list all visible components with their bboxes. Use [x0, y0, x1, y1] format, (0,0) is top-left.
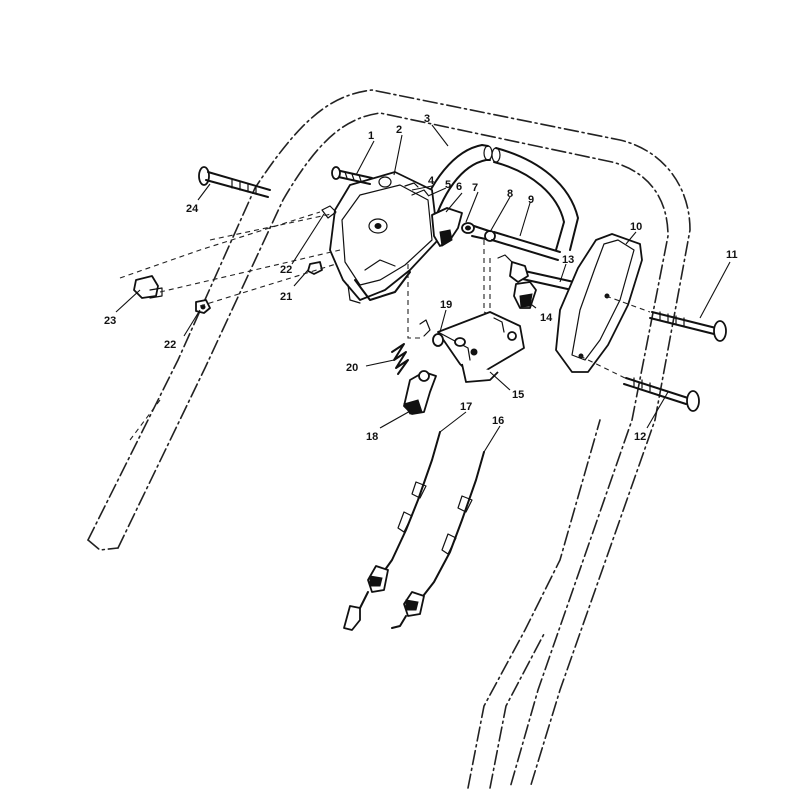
callout-22-lower: 22: [164, 339, 176, 351]
callout-17: 17: [460, 401, 472, 413]
leader-lines: [115, 124, 731, 453]
part-1-screw: [331, 166, 373, 185]
callout-10: 10: [630, 221, 642, 233]
part-6-cam: [431, 207, 463, 247]
callout-20: 20: [346, 362, 358, 374]
part-19-washer: [432, 333, 444, 347]
callout-7: 7: [472, 182, 478, 194]
callout-5: 5: [445, 179, 451, 191]
part-21-22-23-hardware: [133, 205, 337, 314]
callout-13: 13: [562, 254, 574, 266]
part-11-bolt: [649, 311, 727, 342]
part-18-trigger: [403, 370, 437, 415]
callout-9: 9: [528, 194, 534, 206]
callout-3: 3: [424, 113, 430, 125]
part-15-bracket: [437, 311, 525, 383]
part-20-spring: [391, 319, 431, 375]
callout-19: 19: [440, 299, 452, 311]
part-10-cover: [555, 233, 643, 373]
part-13-14-pin-knob: [497, 254, 578, 309]
callout-1: 1: [368, 130, 374, 142]
callout-12: 12: [634, 431, 646, 443]
callout-4: 4: [428, 175, 435, 187]
callout-labels: 1 2 3 4 5 6 7 8 9 10 11 12 13 14 15 16 1…: [104, 113, 738, 443]
callout-16: 16: [492, 415, 504, 427]
callout-18: 18: [366, 431, 378, 443]
callout-24: 24: [186, 203, 199, 215]
callout-6: 6: [456, 181, 462, 193]
part-24-bolt: [198, 166, 271, 198]
part-2-control-housing: [329, 171, 439, 304]
part-7-8-9-shaft: [461, 222, 561, 261]
callout-23: 23: [104, 315, 116, 327]
part-17-cable: [343, 431, 441, 631]
callout-21: 21: [280, 291, 292, 303]
callout-22-upper: 22: [280, 264, 292, 276]
part-12-bolt: [623, 377, 700, 412]
callout-2: 2: [396, 124, 402, 136]
alignment-lines: [119, 211, 651, 379]
callout-15: 15: [512, 389, 524, 401]
handle-outline: [87, 89, 691, 789]
callout-11: 11: [726, 249, 738, 261]
callout-8: 8: [507, 188, 513, 200]
part-4-5-clips: [404, 182, 429, 196]
part-16-cable: [391, 451, 485, 629]
callout-14: 14: [540, 312, 553, 324]
